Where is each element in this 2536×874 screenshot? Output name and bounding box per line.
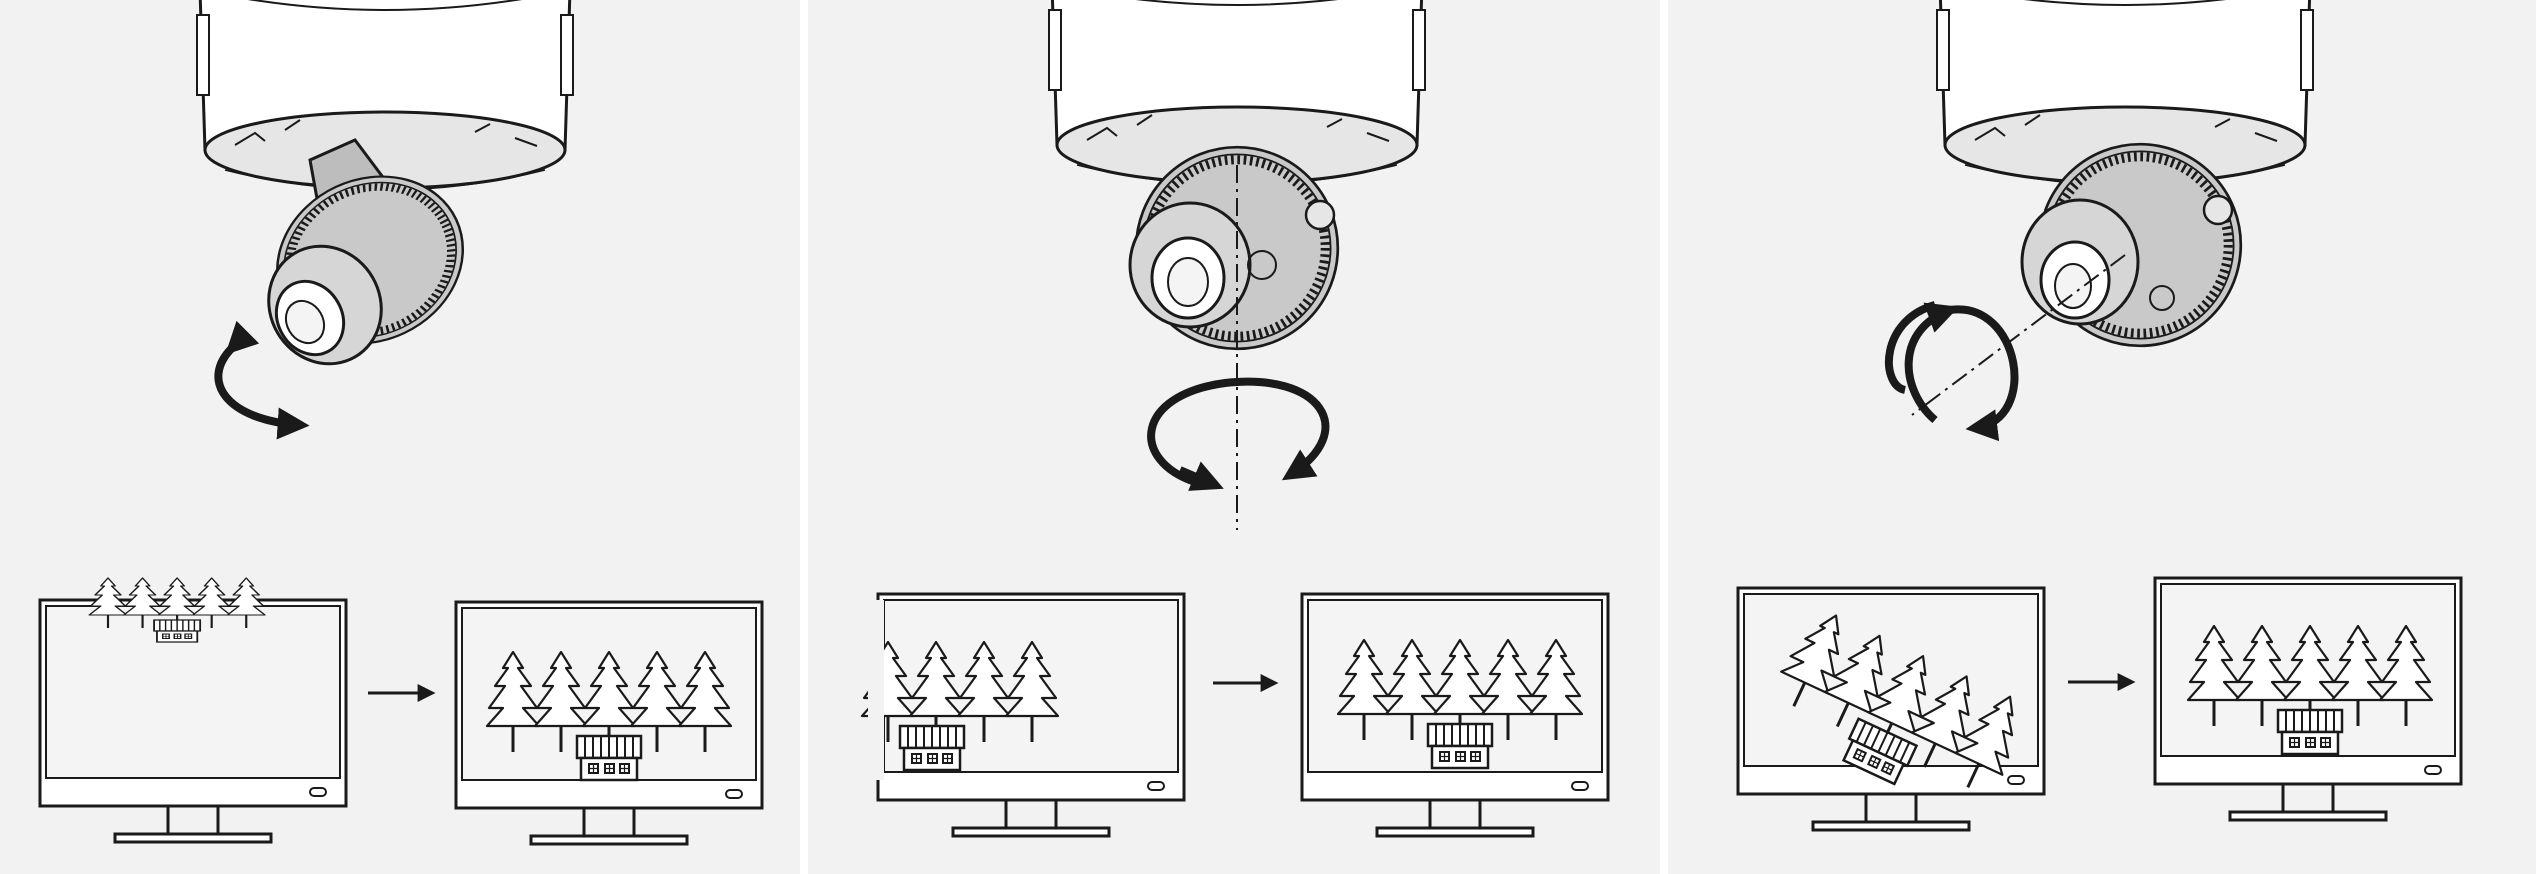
rotate-monitor-before — [1736, 586, 2046, 832]
tilt-monitor-after — [454, 600, 764, 846]
pan-rotation-arrow-icon-2 — [1178, 461, 1224, 491]
tilt-monitor-before — [38, 578, 348, 844]
rotate-camera — [1935, 0, 2315, 346]
pan-monitor-after — [1300, 592, 1610, 838]
rotate-axis-line — [1911, 254, 2126, 416]
pan-camera — [1047, 0, 1427, 349]
tilt-camera — [195, 0, 575, 384]
tilt-arrow-icon — [214, 320, 310, 440]
rotate-monitor-after — [2153, 576, 2463, 822]
rotate-rotation-arrow-icon — [1884, 301, 2019, 428]
pan-rotation-arrow-icon — [1147, 377, 1330, 486]
pan-monitor-before — [860, 592, 1186, 838]
